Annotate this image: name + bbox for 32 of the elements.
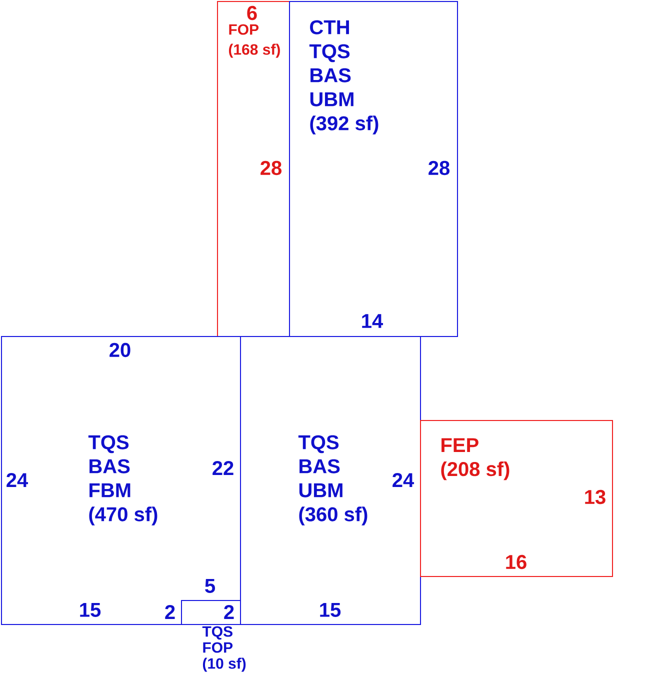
area-label: TQS FOP (10 sf) [202, 626, 246, 672]
dimension-label: 2 [224, 605, 234, 619]
dimension-label: 24 [392, 473, 414, 487]
area-label: TQS BAS FBM (470 sf) [88, 435, 158, 526]
area-label: FEP (208 sf) [441, 438, 510, 480]
dimension-label: 5 [205, 579, 215, 593]
dimension-label: 24 [6, 473, 28, 487]
area-label: TQS BAS UBM (360 sf) [298, 435, 368, 526]
area-label: FOP (168 sf) [228, 24, 280, 58]
dimension-label: 15 [80, 603, 101, 617]
dimension-label: 20 [110, 342, 130, 358]
dimension-label: 13 [585, 490, 606, 504]
node-label: TQS [309, 44, 350, 62]
node-label: TQS [298, 435, 339, 454]
node-label: TQS [88, 435, 129, 454]
node-label: UBM [310, 92, 354, 106]
dimension-label: 16 [506, 554, 526, 570]
node-label: UBM [299, 483, 342, 498]
dimension-label: 28 [260, 160, 282, 176]
node-label: BAS [90, 459, 130, 474]
dimension-label: 14 [362, 314, 383, 328]
area-label: CTH TQS BAS UBM (392 sf) [309, 20, 378, 134]
node-label: (392 sf) [310, 116, 378, 134]
node-label: CTH [310, 20, 349, 34]
node-label: BAS [310, 68, 351, 82]
dimension-label: 15 [320, 603, 341, 617]
node-label: FBM [90, 483, 130, 498]
dimension-label: 6 [247, 6, 257, 20]
node-label: BAS [300, 459, 340, 474]
node-label: (470 sf) [89, 506, 158, 526]
node-label: (360 sf) [299, 506, 368, 526]
dimension-label: 28 [428, 160, 450, 176]
